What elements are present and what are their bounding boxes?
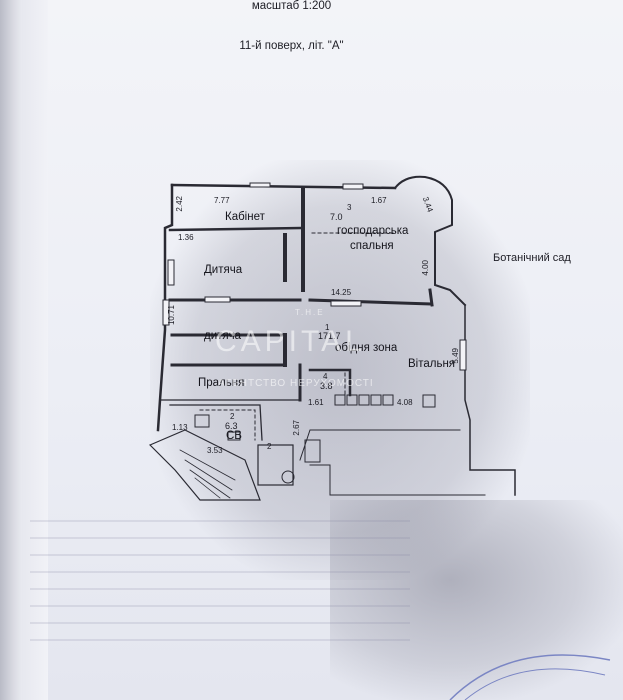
room-wc-area: 6.3: [225, 421, 238, 431]
watermark-tagline: АГЕНТСТВО НЕРУХОМОСТІ: [218, 378, 374, 389]
room-3-number: 3: [347, 203, 352, 212]
outside-label: Ботанічний сад: [493, 252, 571, 264]
dim-1-61: 1.61: [308, 398, 324, 407]
room-living-label: Вітальня: [408, 358, 456, 370]
room-1-number: 1: [325, 323, 330, 332]
room-wc-number: 2: [230, 412, 235, 421]
dim-1-67: 1.67: [371, 196, 387, 205]
dim-5-49: 5.49: [451, 348, 460, 364]
dim-10-71: 10.71: [167, 305, 176, 326]
room-dining-label: обідня зона: [335, 342, 398, 354]
dim-4-08: 4.08: [397, 398, 413, 407]
watermark-logo: CAPITAL: [215, 325, 366, 358]
stamp: [449, 654, 611, 700]
scale-label: масштаб 1:200: [251, 0, 332, 12]
room-study-label: Кабінет: [225, 211, 265, 223]
bleed-through-lines: [30, 520, 410, 650]
page-margin: [22, 0, 48, 700]
room-4-number: 4: [323, 372, 328, 381]
room-laundry-label: Пральня: [198, 377, 245, 389]
dim-3-53: 3.53: [207, 446, 223, 455]
room-hall-number: 2: [267, 442, 272, 451]
room-master-label-1: господарська: [337, 225, 409, 237]
dim-2-67: 2.67: [292, 420, 301, 436]
dim-1-13: 1.13: [172, 423, 188, 432]
dim-14-25: 14.25: [331, 288, 352, 297]
phone-shadow: [330, 500, 623, 700]
room-4-area: 3.8: [320, 381, 333, 391]
room-1-area: 171.7: [318, 331, 341, 341]
watermark-top: T.H.E: [295, 308, 325, 317]
room-kids1-label: Дитяча: [204, 264, 243, 276]
room-wc-label: СВ: [226, 430, 242, 442]
room-3-area: 7.0: [330, 212, 343, 222]
dim-4-00: 4.00: [421, 260, 430, 276]
dim-7-77: 7.77: [214, 196, 230, 205]
dim-2-42: 2.42: [175, 196, 184, 212]
room-master-label-2: спальня: [350, 240, 394, 252]
room-kids2-label: дитяча: [204, 330, 242, 342]
floor-label: 11-й поверх, літ. "А": [239, 40, 344, 52]
dim-1-36: 1.36: [178, 233, 194, 242]
